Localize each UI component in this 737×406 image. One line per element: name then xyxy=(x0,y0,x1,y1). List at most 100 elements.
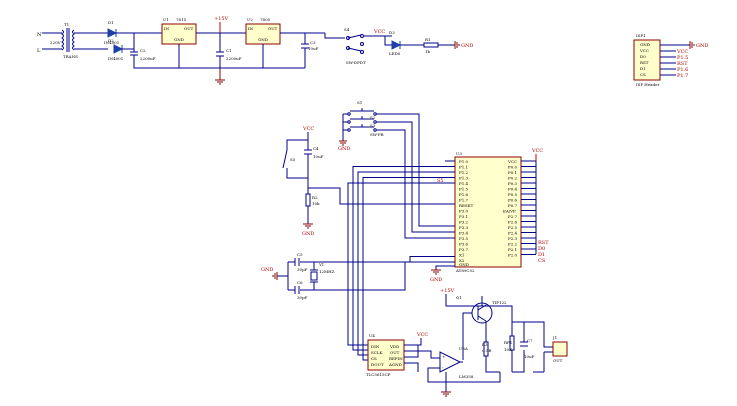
output-connector-ref: J1 xyxy=(552,335,557,340)
dac-output-wires xyxy=(404,338,440,372)
isp-header-ref: ISP1 xyxy=(636,33,646,38)
regulator-u2-wires xyxy=(262,32,325,68)
pushbutton-s2: S2 xyxy=(347,115,377,124)
mcu-pin-p23: P2.3 xyxy=(508,236,518,241)
transistor-q1-value: TIP122 xyxy=(492,300,507,305)
crystal-y1-ref: Y1 xyxy=(318,262,324,267)
capacitor-c5: C5 30pF xyxy=(288,252,314,272)
opamp-feedback-wire xyxy=(427,361,501,383)
mcu-pin-vcc: VCC xyxy=(507,159,517,164)
mcu-gnd-label: GND xyxy=(430,277,442,283)
transformer-secondary-wires xyxy=(58,32,108,50)
mcu-pin-p35: P3.5 xyxy=(459,236,469,241)
led-wires xyxy=(384,36,424,46)
opamp-u5a: + - U5A LM358 xyxy=(439,346,474,379)
output-connector-j1: J1 OUT xyxy=(552,335,568,363)
rectifier-wires xyxy=(116,32,162,52)
regulator-u2-value: 7805 xyxy=(260,17,271,22)
mcu-pin-p32: P3.2 xyxy=(459,220,469,225)
mcu-right-pins: VCC P0.0 P0.1 P0.2 P0.3 P0.4 P0.5 P0.6 P… xyxy=(503,159,518,258)
isp-header-body xyxy=(633,39,661,81)
ground-symbol-reset: GND xyxy=(302,223,314,237)
crystal-section: C5 30pF C6 30pF Y1 12MHZ GND xyxy=(261,252,455,300)
capacitor-c4-ref: C4 xyxy=(313,146,319,151)
transistor-wires xyxy=(462,312,500,373)
gnd-label-buttons: GND xyxy=(338,146,350,152)
pot-wires xyxy=(511,321,525,373)
mcu-ref: U3 xyxy=(456,151,462,156)
pot-ref: RP1 xyxy=(504,340,512,345)
capacitor-c3-ref: C3 xyxy=(310,40,316,45)
mcu-pin-p26: P2.6 xyxy=(508,220,518,225)
opamp-ref: U5A xyxy=(459,346,468,351)
pushbutton-section: S1 S2 S3 SW-PB GND xyxy=(338,100,455,239)
ground-symbol-led: GND xyxy=(454,41,473,49)
regulator-u1-out: OUT xyxy=(184,26,194,31)
isp-pin-5: D1 xyxy=(640,66,646,71)
isp-net-2: VCC xyxy=(676,49,688,55)
mcu-pin-p16: P1.6 xyxy=(459,192,469,197)
dac-body xyxy=(367,339,405,371)
ac-n-label: N xyxy=(37,32,42,38)
mcu-vcc-label: VCC xyxy=(531,148,543,154)
mcu-pin-p11: P1.1 xyxy=(459,165,468,170)
output-wires xyxy=(524,321,553,373)
opamp-plus: + xyxy=(442,354,445,359)
mcu-pin-p04: P0.4 xyxy=(508,187,518,192)
regulator-u2-gnd: GND xyxy=(258,37,268,42)
regulator-u1-in: IN xyxy=(164,26,170,31)
gnd-label-reset: GND xyxy=(302,231,314,237)
mcu-pin-p20: P2.0 xyxy=(508,253,518,258)
mcu-pin-reset: RESET xyxy=(459,203,474,208)
mcu-pin-p21: P2.1 xyxy=(508,247,517,252)
dac-pin-refin: REFIN xyxy=(389,356,403,361)
dac-ref: U4 xyxy=(369,333,375,338)
capacitor-c5-value: 30pF xyxy=(297,267,308,272)
transformer-ref: T1 xyxy=(64,22,69,27)
capacitor-c1-ref: C1 xyxy=(226,48,232,53)
mcu-pin-p13: P1.3 xyxy=(459,176,469,181)
mcu-left-net-label: S5 xyxy=(437,178,444,184)
dac-pin-vdd: VDD xyxy=(389,344,399,349)
transformer-t1: T1 TRANS xyxy=(61,22,78,59)
mcu-pin-p15: P1.5 xyxy=(459,187,469,192)
resistor-r1: R1 1k xyxy=(423,37,439,54)
mcu-to-dac-bus xyxy=(347,166,455,361)
dac-value: TLC5615CP xyxy=(366,372,391,377)
mcu-pin-p37: P3.7 xyxy=(459,247,469,252)
led-d3-value: LED0 xyxy=(389,51,401,56)
diode-d2-value: IN4001 xyxy=(108,56,123,61)
mcu-section: U3 AT89C52 P1.0 P1.1 P1.2 P1.3 P1.4 P1.5… xyxy=(347,148,549,361)
capacitor-c3-value: 10uF xyxy=(308,46,319,51)
mcu-pin-x1: X1 xyxy=(459,253,464,258)
crystal-y1: Y1 12MHZ xyxy=(310,262,335,290)
isp-header-label: ISP Header xyxy=(636,82,659,87)
diode-d1: D1 IN4001 xyxy=(104,20,119,45)
mcu-pin-p01: P0.1 xyxy=(508,170,517,175)
capacitor-c5-ref: C5 xyxy=(297,252,303,257)
switch-feed-wire xyxy=(324,33,345,39)
regulator-u1-gnd: GND xyxy=(174,37,184,42)
crystal-y1-value: 12MHZ xyxy=(319,269,335,274)
switch-s4-ref: S4 xyxy=(344,27,350,32)
opamp-value: LM358 xyxy=(459,374,474,379)
crystal-gnd-label: GND xyxy=(261,267,273,273)
mcu-pin-p00: P0.0 xyxy=(508,165,518,170)
mcu-pin-ea: EA/VP xyxy=(503,209,516,214)
power-ground-rail xyxy=(133,55,305,69)
mcu-pin-p30: P3.0 xyxy=(459,209,469,214)
switch-s4-value: SW-DPDT xyxy=(346,60,366,65)
mcu-pin-p25: P2.5 xyxy=(508,225,518,230)
pot-value: 10K xyxy=(504,347,513,352)
resistor-r3-ref: R3 xyxy=(482,342,488,347)
mcu-net-d1: D1 xyxy=(538,252,545,258)
regulator-u2-ref: U2 xyxy=(247,17,253,22)
mcu-right-stub-wires xyxy=(521,160,537,255)
capacitor-c2-ref: C2 xyxy=(140,48,146,53)
resistor-r3-value: 0.5R xyxy=(482,348,492,353)
isp-header-section: ISP1 ISP Header GND VCC D0 RST D1 CS VCC… xyxy=(633,33,708,87)
mcu-net-d0: D0 xyxy=(538,246,545,252)
resistor-r3: R3 0.5R xyxy=(482,341,492,357)
pushbutton-signal-wires xyxy=(376,113,455,239)
dac-vcc-label: VCC xyxy=(416,332,428,338)
